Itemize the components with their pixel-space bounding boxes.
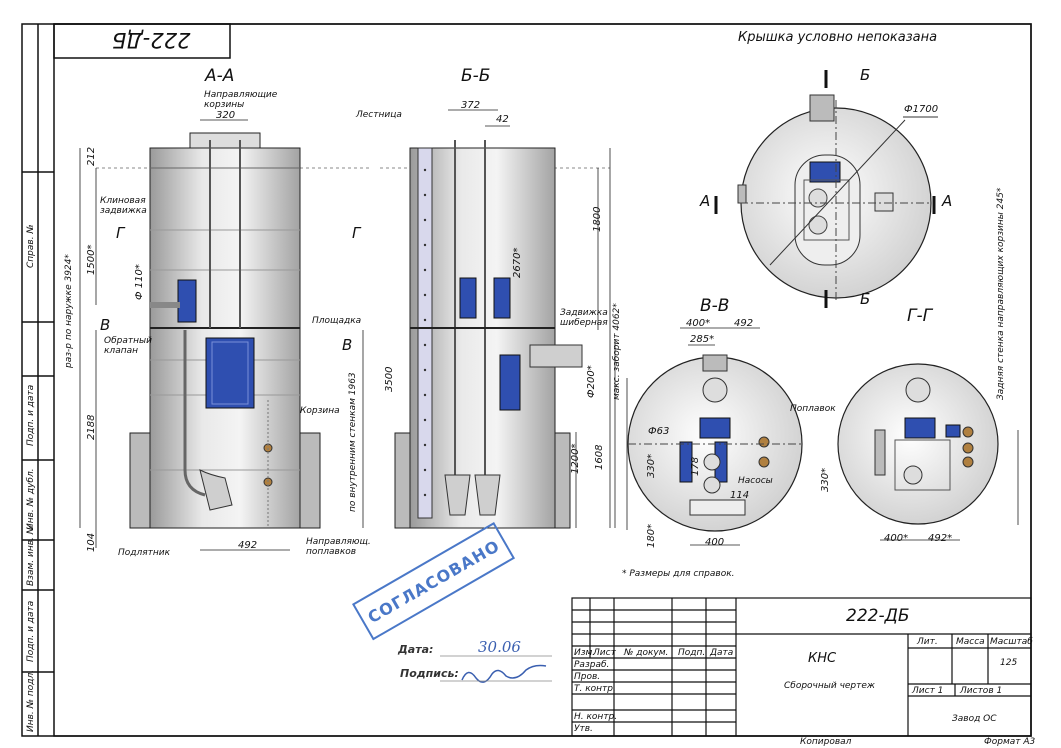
- tb-prov: Пров.: [574, 672, 601, 682]
- top-view: [714, 70, 938, 308]
- label-zadnyaya-stenka: Задняя стенка направляющих корзины 245*: [996, 187, 1006, 400]
- section-mark-g-left: Г: [116, 224, 125, 242]
- label-lestnica: Лестница: [356, 110, 402, 120]
- dim-1500: 1500*: [86, 244, 97, 275]
- dim-492b: 492: [734, 318, 754, 329]
- dim-200: Ф200*: [586, 365, 597, 398]
- signature-mark: [461, 664, 547, 683]
- dim-492: 492: [238, 540, 258, 551]
- label-ploschadka: Площадка: [312, 316, 362, 326]
- section-mark-b-bottom: Б: [860, 290, 871, 308]
- dim-178: 178: [690, 456, 701, 476]
- tb-kopiroval: Копировал: [800, 737, 852, 747]
- label-phi1700: Ф1700: [904, 104, 939, 115]
- section-gg-title: Г-Г: [907, 306, 933, 326]
- dim-492c: 492*: [928, 533, 953, 544]
- section-vv: [627, 354, 803, 532]
- tb-code: 222-ДБ: [846, 606, 910, 626]
- tb-razrab: Разраб.: [574, 660, 610, 670]
- dim-330: 330*: [646, 453, 657, 478]
- sign-label: Подпись:: [400, 667, 459, 680]
- date-value: 30.06: [478, 638, 521, 656]
- section-bb-tank: [394, 140, 583, 529]
- label-nasosy: Насосы: [738, 476, 773, 486]
- dim-400c: 400*: [884, 533, 909, 544]
- section-mark-b-top: Б: [860, 66, 871, 84]
- section-gg: [837, 363, 999, 525]
- dim-3500: 3500: [384, 366, 395, 392]
- strip-podp-data1: Подп. и дата: [26, 384, 36, 446]
- label-obratny: Обратный клапан: [104, 336, 152, 356]
- mirrored-code: 222-ДБ: [112, 28, 191, 52]
- strip-inv-podl: Инв. № подл.: [26, 669, 36, 732]
- tb-col-podp: Подп.: [678, 648, 706, 658]
- tb-name: КНС: [808, 651, 837, 666]
- dimension-lines: [79, 109, 1019, 551]
- section-bb-title: Б-Б: [461, 66, 491, 86]
- dim-1800: 1800: [592, 206, 603, 232]
- dim-2188: 2188: [86, 414, 97, 440]
- label-po-vnutr: по внутренним стенкам 1963: [348, 372, 358, 512]
- tb-nkontr: Н. контр.: [574, 712, 618, 722]
- dim-212: 212: [86, 146, 97, 166]
- dim-110: Ф 110*: [134, 264, 145, 300]
- dim-1608: 1608: [594, 444, 605, 470]
- section-mark-a-right: А: [942, 192, 953, 210]
- sheet-frame: [21, 23, 1032, 737]
- tb-subtitle: Сборочный чертеж: [784, 681, 876, 691]
- tb-lit: Лит.: [917, 637, 938, 647]
- tb-col-list: Лист: [593, 648, 616, 658]
- dim-320: 320: [216, 110, 236, 121]
- tb-list: Лист 1: [912, 686, 944, 696]
- tb-masshtab: Масштаб: [990, 637, 1033, 647]
- label-napravl-poplavkov: Направляющ. поплавков: [306, 537, 371, 557]
- dim-104: 104: [86, 532, 97, 552]
- tb-tkontr: Т. контр.: [574, 684, 616, 694]
- strip-sprav: Справ. №: [26, 224, 36, 268]
- tb-format: Формат А3: [984, 737, 1036, 747]
- label-zadvizhka: Задвижка шиберная: [560, 308, 608, 328]
- label-razm-naruzhe: раз-р по наружке 3924*: [64, 254, 74, 368]
- tb-utv: Утв.: [574, 724, 593, 734]
- tb-listov: Листов 1: [960, 686, 1003, 696]
- title-block: [571, 597, 1032, 737]
- dim-330b: 330*: [820, 467, 831, 492]
- label-poplavok: Поплавок: [790, 404, 836, 414]
- dim-114: 114: [730, 490, 750, 501]
- dim-180: 180*: [646, 523, 657, 548]
- dim-400: 400*: [686, 318, 711, 329]
- tb-col-doc: № докум.: [624, 648, 669, 658]
- section-aa-title: А-А: [205, 66, 235, 86]
- dim-42: 42: [496, 114, 509, 125]
- label-podlyatnik: Подлятник: [118, 548, 171, 558]
- cover-note: Крышка условно непоказана: [738, 30, 938, 45]
- date-label: Дата:: [398, 643, 434, 656]
- dim-2670: 2670*: [512, 247, 523, 278]
- tb-org: Завод ОС: [952, 714, 997, 724]
- section-vv-title: В-В: [700, 296, 730, 316]
- tb-scale: 125: [1000, 658, 1018, 668]
- strip-podp-data2: Подп. и дата: [26, 600, 36, 662]
- dim-372: 372: [461, 100, 481, 111]
- label-klinovaya: Клиновая задвижка: [100, 196, 147, 216]
- dim-285: 285*: [690, 334, 715, 345]
- strip-inv-dubl: Инв. № дубл.: [26, 468, 36, 530]
- tb-col-izm: Изм.: [574, 648, 596, 658]
- dim-400b: 400: [705, 537, 725, 548]
- dim-63: Ф63: [648, 426, 670, 437]
- dim-1200: 1200*: [570, 443, 581, 474]
- label-korzina: Корзина: [300, 406, 340, 416]
- strip-vzam-inv: Взам. инв. №: [26, 524, 36, 586]
- section-mark-v-left: В: [100, 316, 111, 334]
- section-mark-v-right: В: [342, 336, 353, 354]
- section-mark-a-left: А: [700, 192, 711, 210]
- section-aa-tank: [129, 132, 321, 529]
- tb-col-data: Дата: [710, 648, 734, 658]
- tb-massa: Масса: [956, 637, 985, 647]
- label-maks-zabor: макс. заборит 4062*: [612, 303, 622, 400]
- dims-note: * Размеры для справок.: [622, 569, 735, 579]
- label-napravl-korziny: Направляющие корзины: [204, 90, 278, 110]
- section-mark-g-right: Г: [352, 224, 361, 242]
